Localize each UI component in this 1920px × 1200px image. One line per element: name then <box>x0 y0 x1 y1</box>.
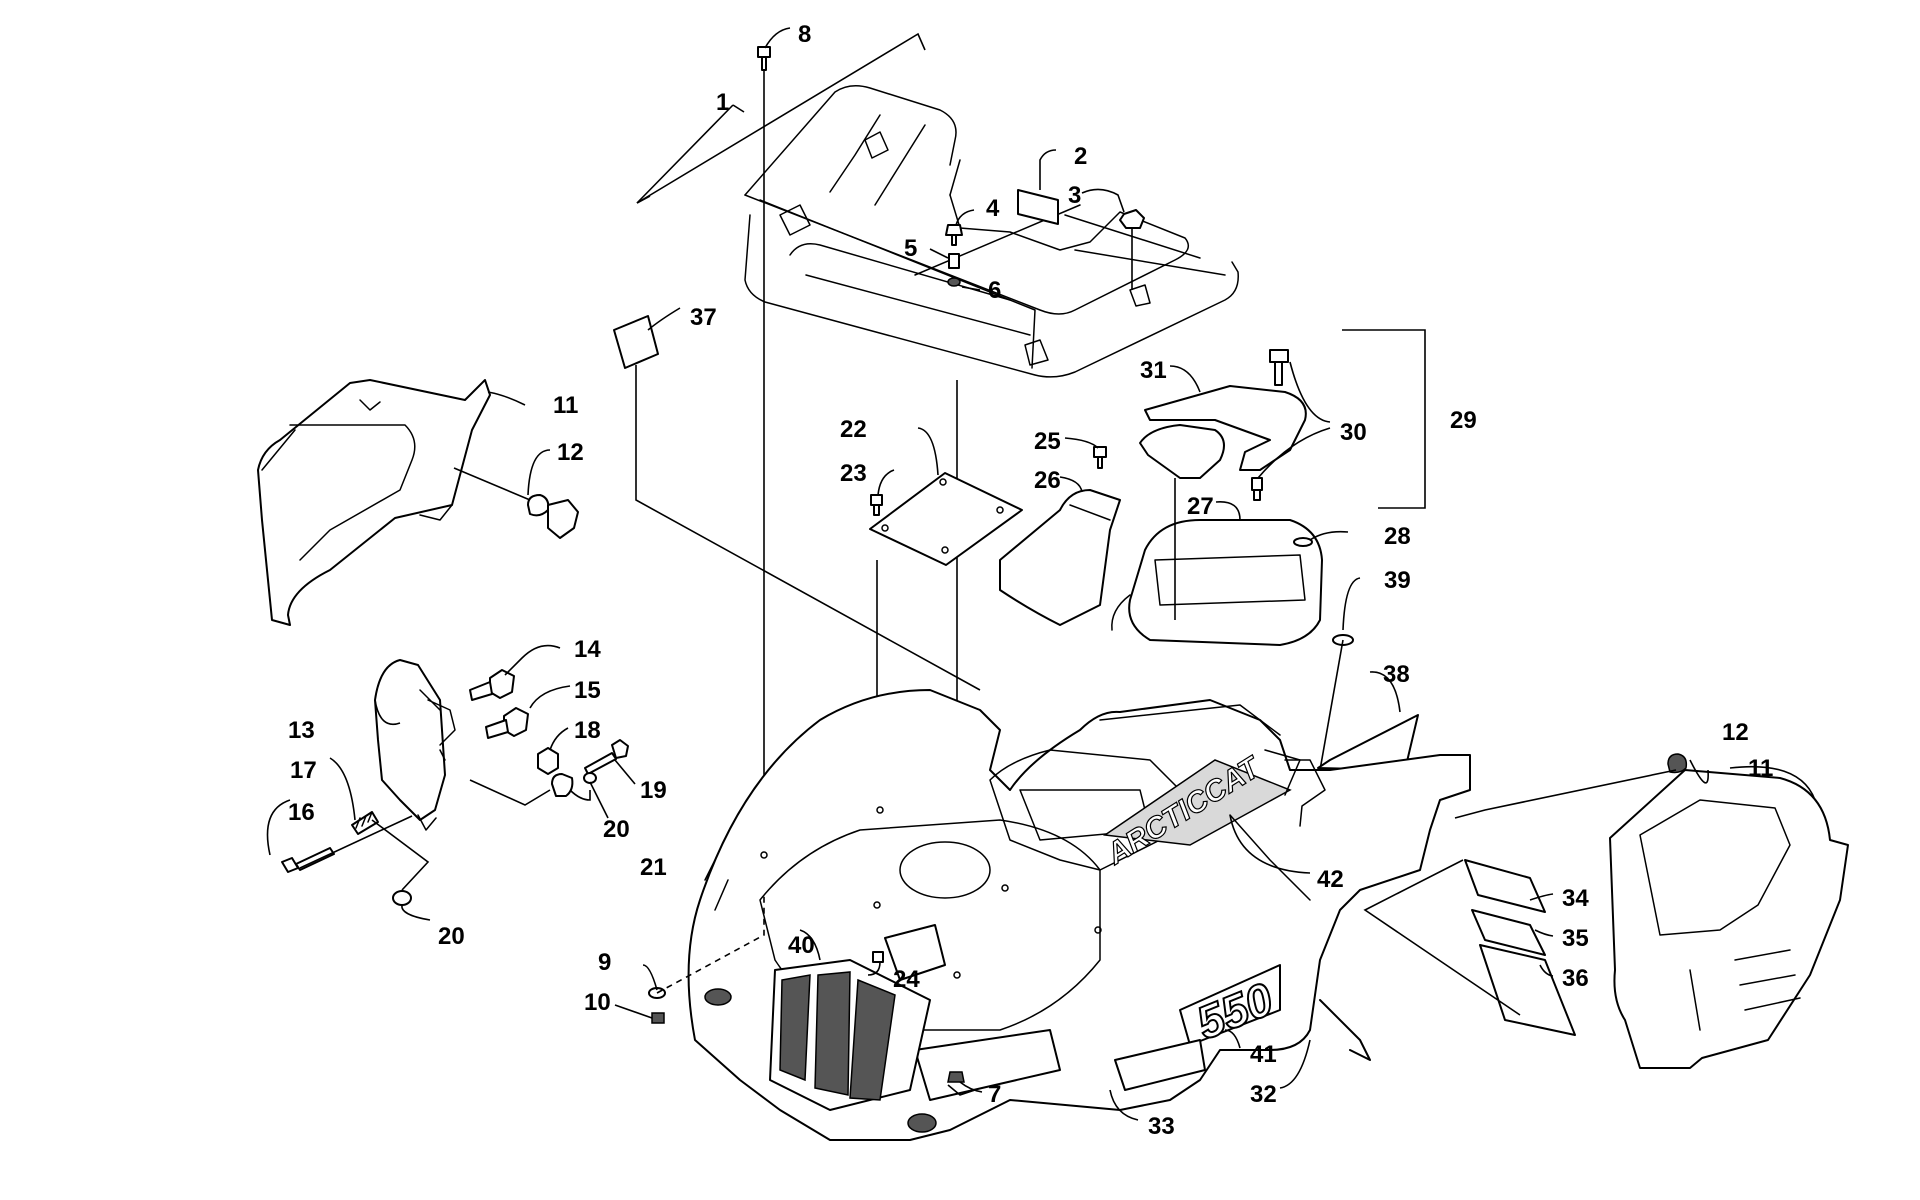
bulb-15 <box>485 719 509 739</box>
label-21: 21 <box>640 854 667 881</box>
label-20-upper: 20 <box>603 816 630 843</box>
left-clip <box>527 494 550 517</box>
callout-labels: 1 2 3 4 5 6 7 8 9 10 11 11 12 12 13 14 1… <box>288 21 1773 1140</box>
label-26: 26 <box>1034 467 1061 494</box>
rack-bolt <box>945 224 963 246</box>
label-20-lower: 20 <box>438 923 465 950</box>
label-29: 29 <box>1450 407 1477 434</box>
label-39: 39 <box>1384 567 1411 594</box>
latch-bolt-30 <box>1251 477 1263 501</box>
right-clip <box>1667 753 1688 774</box>
rack-nut <box>1119 209 1145 229</box>
leader-lines <box>266 27 1816 1121</box>
nut-7 <box>947 1071 965 1083</box>
label-37: 37 <box>690 304 717 331</box>
storage-bin-27 <box>1128 519 1323 646</box>
label-32: 32 <box>1250 1081 1277 1108</box>
label-5: 5 <box>904 235 917 262</box>
label-18: 18 <box>574 717 601 744</box>
washer-20b <box>392 890 412 906</box>
left-grommet <box>547 499 579 539</box>
label-33: 33 <box>1148 1113 1175 1140</box>
right-side-panel <box>1609 769 1849 1069</box>
label-12-left: 12 <box>557 439 584 466</box>
label-27: 27 <box>1187 493 1214 520</box>
label-11-right: 11 <box>1748 755 1773 782</box>
label-24: 24 <box>893 966 920 993</box>
label-8: 8 <box>798 21 811 48</box>
label-42: 42 <box>1317 866 1344 893</box>
bolt-24 <box>872 951 884 963</box>
label-10: 10 <box>584 989 611 1016</box>
label-35: 35 <box>1562 925 1589 952</box>
label-36: 36 <box>1562 965 1589 992</box>
label-6: 6 <box>988 277 1001 304</box>
label-41: 41 <box>1250 1041 1277 1068</box>
latch-30 <box>1269 349 1289 386</box>
washer-20a <box>583 772 597 784</box>
plate-22 <box>869 472 1023 566</box>
screw-23 <box>870 494 883 516</box>
label-23: 23 <box>840 460 867 487</box>
front-rack <box>636 32 1239 378</box>
label-22: 22 <box>840 416 867 443</box>
decal-37 <box>613 315 659 369</box>
label-19: 19 <box>640 777 667 804</box>
bulb-socket-14 <box>489 669 515 699</box>
bulb-14 <box>469 681 493 701</box>
rack-decal <box>1017 189 1059 225</box>
adjuster-18 <box>537 747 559 775</box>
label-3: 3 <box>1068 182 1081 209</box>
label-9: 9 <box>598 949 611 976</box>
label-13: 13 <box>288 717 315 744</box>
headlight-assembly <box>374 659 456 831</box>
label-25: 25 <box>1034 428 1061 455</box>
label-17: 17 <box>290 757 317 784</box>
label-4: 4 <box>986 195 1000 222</box>
label-2: 2 <box>1074 143 1087 170</box>
decal-34 <box>1464 859 1546 913</box>
rack-washer <box>947 277 961 287</box>
seat-base-31 <box>1144 385 1307 471</box>
rack-spacer <box>948 253 960 269</box>
label-38: 38 <box>1383 661 1410 688</box>
label-14: 14 <box>574 636 601 663</box>
screw-25 <box>1093 446 1107 469</box>
push-rivet-28 <box>1293 537 1313 547</box>
label-7: 7 <box>988 1081 1001 1108</box>
label-12-right: 12 <box>1722 719 1749 746</box>
grommet-21 <box>551 773 574 797</box>
label-28: 28 <box>1384 523 1411 550</box>
label-40: 40 <box>788 932 815 959</box>
label-11-left: 11 <box>553 392 578 419</box>
screw-8 <box>757 46 771 71</box>
label-15: 15 <box>574 677 601 704</box>
label-34: 34 <box>1562 885 1589 912</box>
console-cover-26 <box>999 489 1121 626</box>
label-31: 31 <box>1140 357 1167 384</box>
seat-pad-31b <box>1139 424 1225 479</box>
nut-10 <box>651 1012 665 1024</box>
screw-16 <box>281 847 335 873</box>
decal-36 <box>1479 944 1576 1036</box>
left-side-panel <box>257 379 491 626</box>
spring-17 <box>351 811 379 835</box>
label-1: 1 <box>716 89 729 116</box>
label-30: 30 <box>1340 419 1367 446</box>
label-16: 16 <box>288 799 315 826</box>
decal-35 <box>1471 909 1546 956</box>
